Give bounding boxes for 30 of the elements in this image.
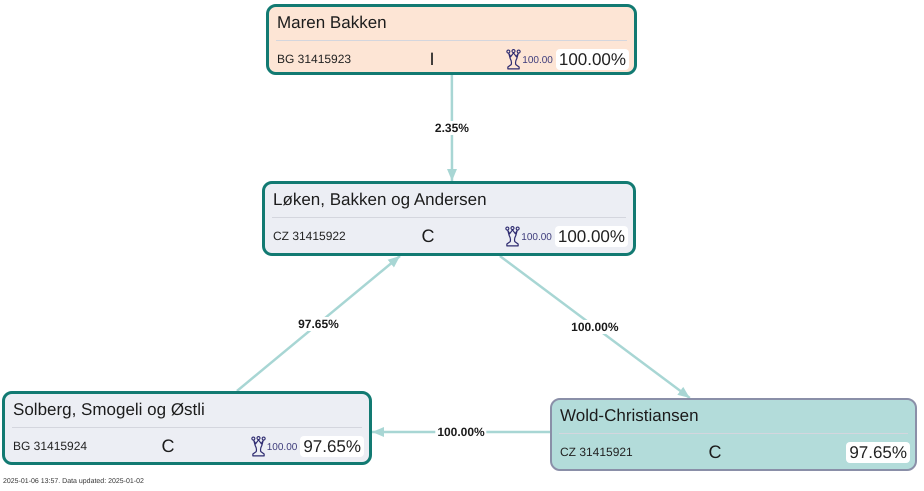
score-value: 100.00: [522, 54, 553, 68]
registration-number: BG 31415923: [277, 51, 352, 68]
type-code: C: [160, 434, 176, 458]
edge-label: 97.65%: [296, 316, 341, 330]
registration-number: BG 31415924: [13, 438, 88, 455]
ownership-percentage: 100.00%: [556, 48, 629, 70]
score-value: 100.00: [266, 441, 298, 455]
edge-label: 2.35%: [432, 121, 471, 135]
ownership-percentage: 100.00%: [554, 226, 628, 246]
ownership-percentage: 97.65%: [300, 436, 364, 456]
entity-name: Maren Bakken: [276, 12, 388, 34]
arrow: [236, 255, 401, 392]
entity-name: Wold-Christiansen: [559, 405, 700, 427]
type-code: C: [420, 224, 436, 248]
type-code: I: [428, 48, 436, 70]
entity-card: [2, 391, 372, 465]
type-code: C: [708, 440, 722, 464]
entity-card: [550, 398, 917, 471]
ownership-percentage: 97.65%: [846, 442, 910, 462]
entity-name: Solberg, Smogeli og Østli: [12, 399, 206, 421]
arrow: [499, 255, 691, 399]
edge-label: 100.00%: [569, 320, 621, 334]
entity-card: [266, 4, 637, 75]
entity-name: Løken, Bakken og Andersen: [272, 189, 488, 211]
arrow: [446, 75, 457, 181]
registration-number: CZ 31415922: [273, 228, 347, 245]
edge-label: 100.00%: [435, 425, 487, 439]
score-value: 100.00: [521, 231, 552, 245]
entity-card: [262, 181, 636, 256]
registration-number: CZ 31415921: [560, 444, 634, 461]
